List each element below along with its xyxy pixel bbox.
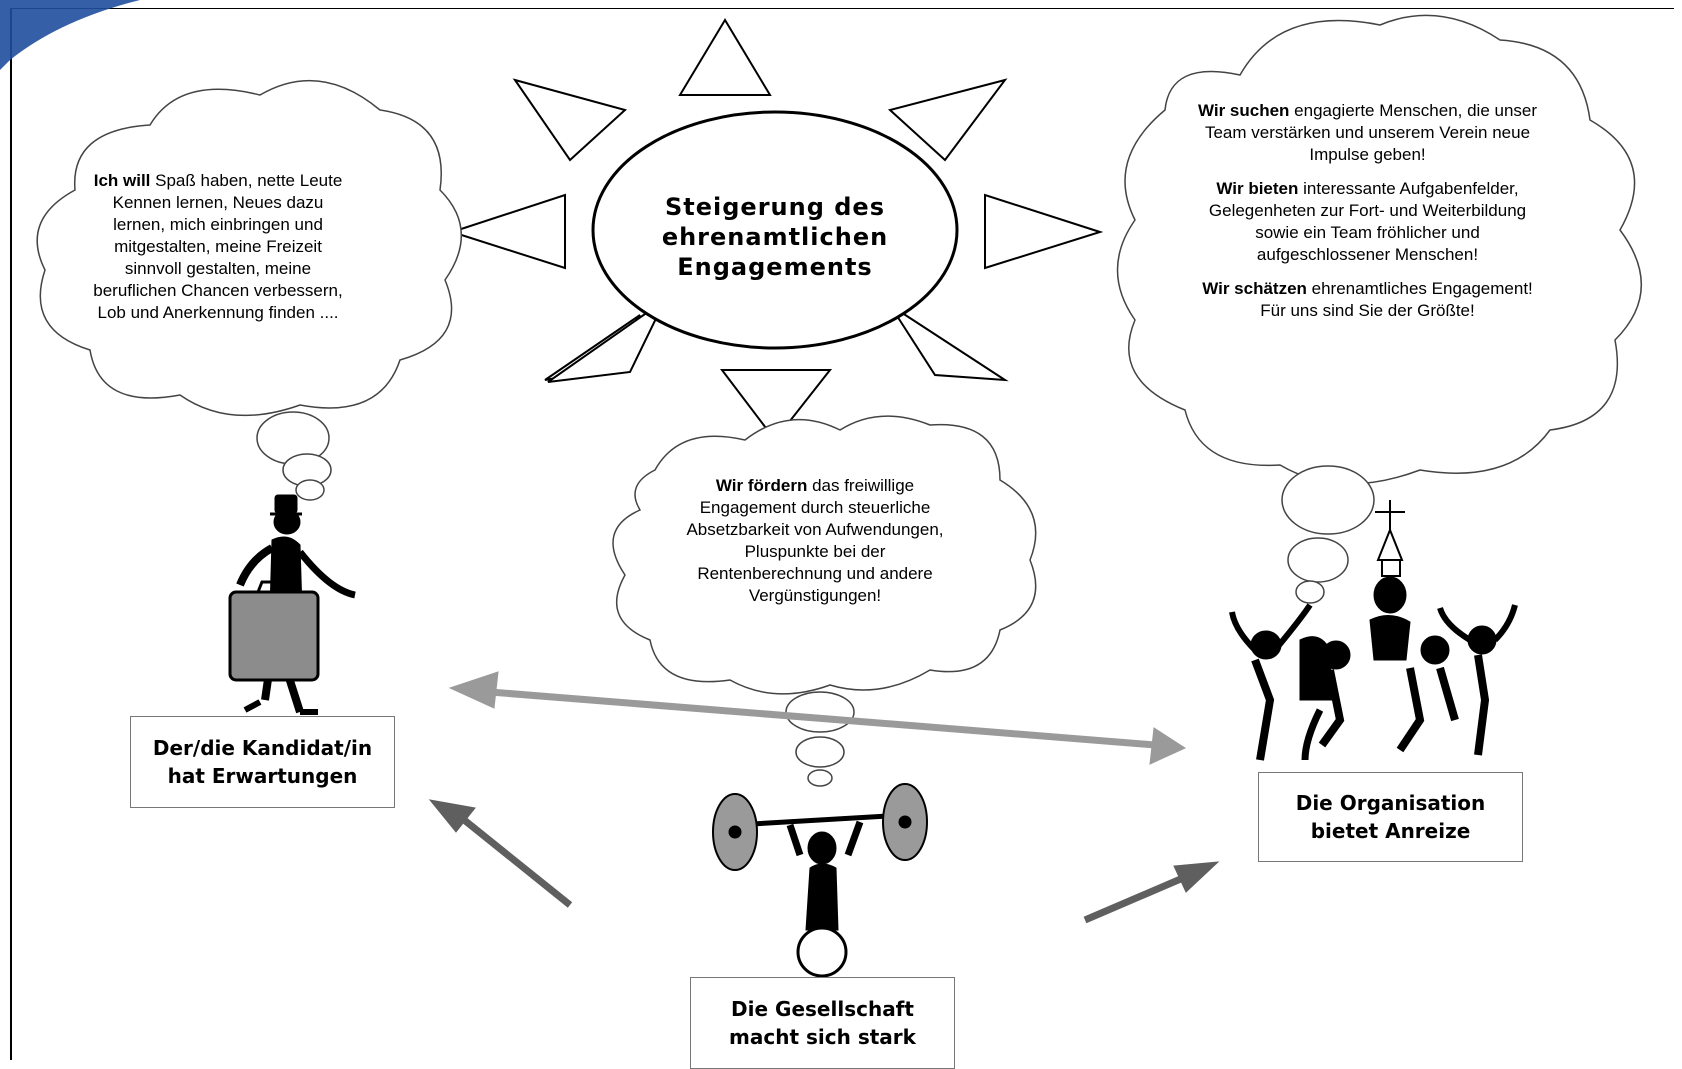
bubble-organisation-p3-bold: Wir schätzen: [1202, 279, 1307, 298]
sun: [448, 18, 1104, 442]
box-candidate-line-2: hat Erwartungen: [167, 764, 358, 788]
bubble-organisation-p1-text: engagierte Menschen, die unser Team vers…: [1204, 101, 1538, 164]
bubble-society-body: das freiwillige Engagement durch steuerl…: [686, 476, 944, 605]
sun-title-line-3: Engagements: [677, 253, 873, 281]
bubble-society-text: Wir fördern das freiwillige Engagement d…: [680, 475, 950, 607]
bubble-organisation-p2: Wir bieten interessante Aufgabenfelder, …: [1195, 178, 1540, 266]
suitcase: [228, 590, 320, 682]
sun-ray-top-left: [512, 78, 628, 162]
bubble-society-bold: Wir fördern: [715, 476, 808, 495]
bubble-candidate-bold: Ich will: [93, 171, 151, 190]
arrow-candidate-organisation: [448, 671, 1187, 765]
cloud-candidate: [36, 79, 463, 501]
bubble-organisation-text: Wir suchen engagierte Menschen, die unse…: [1195, 100, 1540, 334]
bubble-candidate-body: Spaß haben, nette Leute Kennen lernen, N…: [93, 171, 343, 322]
sun-ray-bottom-left2: [547, 296, 668, 383]
diagram-frame: [10, 8, 1674, 1060]
sun-ray-bottom-right: [889, 304, 1009, 382]
box-organisation-line-1: Die Organisation: [1295, 791, 1486, 815]
box-candidate: Der/die Kandidat/in hat Erwartungen: [130, 716, 395, 808]
sun-title: Steigerung des ehrenamtlichen Engagement…: [640, 192, 910, 282]
sun-ray-top: [678, 18, 772, 96]
bubble-organisation-p2-text: interessante Aufgabenfelder, Gelegenhete…: [1208, 179, 1527, 264]
sun-title-line-1: Steigerung des: [664, 193, 885, 221]
figure-weightlifter: [712, 783, 928, 978]
box-candidate-line-1: Der/die Kandidat/in: [152, 736, 373, 760]
figure-traveller: [228, 494, 356, 715]
box-organisation: Die Organisation bietet Anreize: [1258, 772, 1523, 862]
box-organisation-line-2: bietet Anreize: [1310, 819, 1471, 843]
sun-ray-left: [448, 193, 566, 270]
bubble-organisation-p3: Wir schätzen ehrenamtliches Engagement! …: [1195, 278, 1540, 322]
cloud-organisation: [1116, 14, 1642, 604]
bubble-candidate-text: Ich will Spaß haben, nette Leute Kennen …: [88, 170, 348, 324]
bubble-organisation-p3-text: ehrenamtliches Engagement! Für uns sind …: [1260, 279, 1533, 320]
sun-ray-right: [984, 193, 1104, 270]
arrow-society-candidate: [428, 799, 573, 908]
bubble-organisation-p2-bold: Wir bieten: [1216, 179, 1299, 198]
sun-title-line-2: ehrenamtlichen: [661, 223, 889, 251]
box-society-line-2: macht sich stark: [729, 1025, 916, 1049]
sun-ray-top-right: [887, 78, 1008, 162]
box-society: Die Gesellschaft macht sich stark: [690, 977, 955, 1069]
cloud-society: [612, 415, 1037, 787]
arrow-society-organisation: [1083, 861, 1220, 924]
figure-group: [1229, 500, 1518, 761]
bubble-organisation-p1-bold: Wir suchen: [1197, 101, 1290, 120]
logo-corner: [0, 0, 140, 70]
sun-body: [591, 110, 959, 350]
sun-ray-bottom: [719, 369, 833, 442]
box-society-line-1: Die Gesellschaft: [731, 997, 914, 1021]
bubble-organisation-p1: Wir suchen engagierte Menschen, die unse…: [1195, 100, 1540, 166]
